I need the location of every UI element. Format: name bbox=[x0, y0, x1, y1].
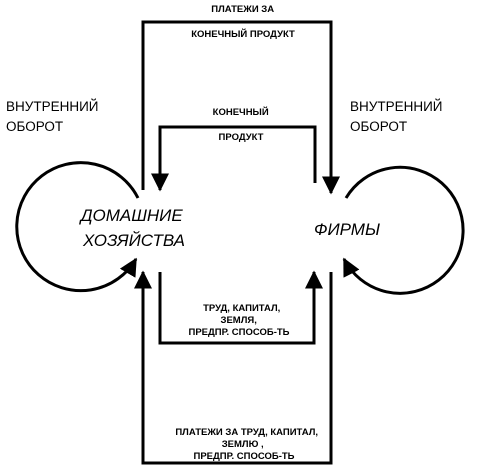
households-inner-turnover-arc bbox=[15, 161, 140, 293]
payments-factors-flow bbox=[134, 270, 333, 465]
firms-inner-turnover-arc bbox=[342, 165, 465, 295]
final-product-flow bbox=[151, 125, 317, 192]
left-inner-turnover-label: ВНУТРЕННИЙ ОБОРОТ bbox=[6, 99, 102, 134]
right-inner-turnover-label: ВНУТРЕННИЙ ОБОРОТ bbox=[350, 99, 446, 134]
final-product-label: КОНЕЧНЫЙ ПРОДУКТ bbox=[213, 106, 272, 143]
firms-label: ФИРМЫ bbox=[314, 220, 380, 239]
factors-label: ТРУД, КАПИТАЛ, ЗЕМЛЯ, ПРЕДПР. СПОСОБ-ТЬ bbox=[188, 303, 289, 338]
payments-factors-label: ПЛАТЕЖИ ЗА ТРУД, КАПИТАЛ, ЗЕМЛЮ , ПРЕДПР… bbox=[175, 427, 320, 462]
payments-final-product-label: ПЛАТЕЖИ ЗА КОНЕЧНЫЙ ПРОДУКТ bbox=[191, 4, 295, 40]
payments-final-product-flow bbox=[141, 20, 340, 195]
factors-flow bbox=[158, 270, 323, 345]
households-label: ДОМАШНИЕ ХОЗЯЙСТВА bbox=[79, 206, 188, 250]
